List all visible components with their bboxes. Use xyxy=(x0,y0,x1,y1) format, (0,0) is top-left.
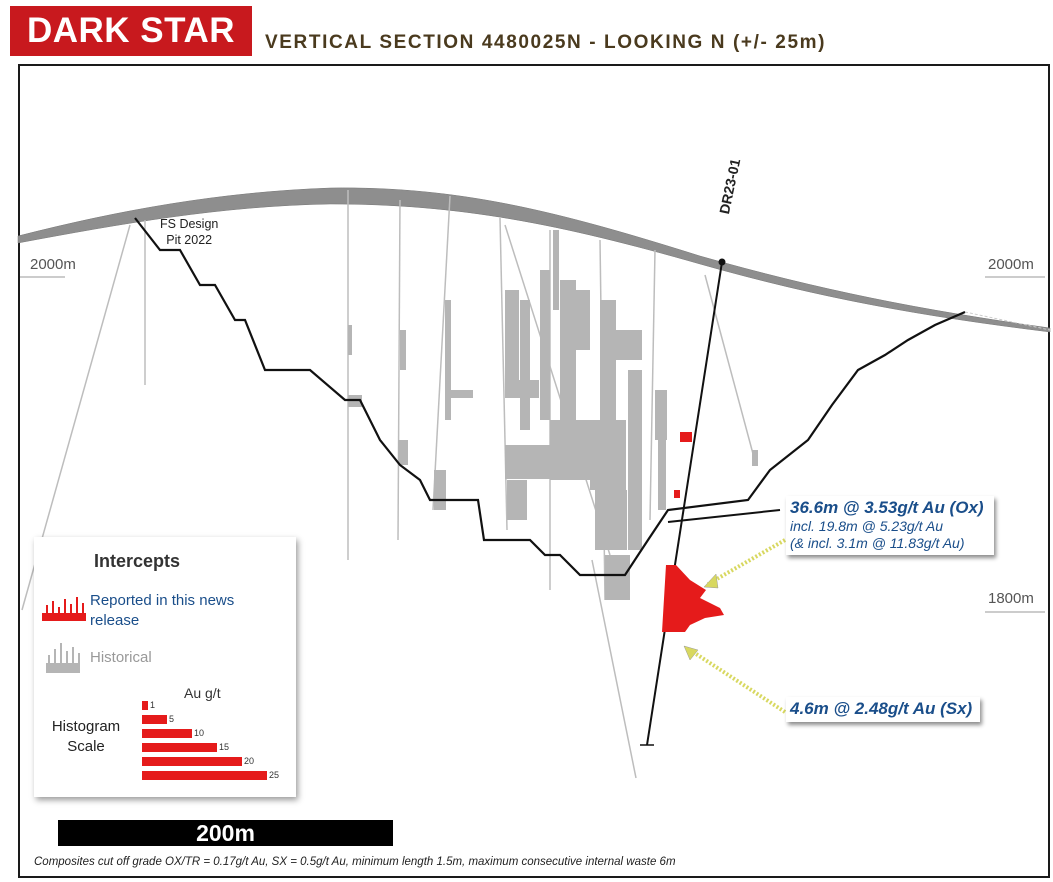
pit-bench-line xyxy=(667,509,781,523)
pit-design-outline xyxy=(134,217,966,577)
intercepts-legend: Intercepts Reported in this news release… xyxy=(34,537,296,797)
scale-tick-5: 5 xyxy=(169,714,175,724)
drillhole-collar xyxy=(718,258,726,266)
drillhole-dr23-01-trace xyxy=(646,261,723,746)
scale-tick-20: 20 xyxy=(244,756,255,766)
legend-scale-unit: Au g/t xyxy=(184,685,221,701)
oxide-intercept-callout: 36.6m @ 3.53g/t Au (Ox) incl. 19.8m @ 5.… xyxy=(786,496,994,555)
oxide-intercept-main: 36.6m @ 3.53g/t Au (Ox) xyxy=(790,498,984,517)
elevation-label-left: 2000m xyxy=(30,256,76,273)
scale-bar-25 xyxy=(142,771,267,780)
topography-surface xyxy=(17,187,1051,333)
elevation-label-right-upper: 2000m xyxy=(988,256,1034,273)
scale-bar-15 xyxy=(142,743,217,752)
pit-label: FS Design Pit 2022 xyxy=(160,216,218,248)
scale-bar-1 xyxy=(142,701,148,710)
scale-bar: 200m xyxy=(58,820,393,846)
oxide-intercept-sub2: (& incl. 3.1m @ 11.83g/t Au) xyxy=(790,535,965,551)
section-title: VERTICAL SECTION 4480025N - LOOKING N (+… xyxy=(265,32,827,53)
section-frame xyxy=(18,64,1050,878)
company-logo: DARK STAR xyxy=(10,6,252,56)
legend-scale-label-line1: Histogram xyxy=(51,718,121,735)
legend-scale-label: Histogram Scale xyxy=(46,717,126,757)
scale-bar-20 xyxy=(142,757,242,766)
callout-arrows xyxy=(688,538,787,714)
footnote: Composites cut off grade OX/TR = 0.17g/t… xyxy=(34,856,676,868)
historical-grade-histograms xyxy=(348,230,758,600)
legend-historical-label: Historical xyxy=(90,649,152,666)
sulphide-intercept-callout: 4.6m @ 2.48g/t Au (Sx) xyxy=(786,697,981,722)
pit-label-line2: Pit 2022 xyxy=(166,233,213,247)
elevation-label-right-lower: 1800m xyxy=(988,590,1034,607)
historical-swatch-icon xyxy=(46,643,80,673)
scale-bar-10 xyxy=(142,729,192,738)
legend-reported-label: Reported in this news release xyxy=(90,592,235,629)
scale-tick-25: 25 xyxy=(269,770,280,780)
reported-grade-histograms xyxy=(662,432,724,632)
legend-title: Intercepts xyxy=(94,551,181,571)
scale-tick-15: 15 xyxy=(219,742,230,752)
pit-label-line1: FS Design xyxy=(160,217,219,231)
reported-swatch-icon xyxy=(42,597,86,621)
oxide-intercept-sub1: incl. 19.8m @ 5.23g/t Au xyxy=(790,518,943,534)
legend-scale-label-line2: Scale xyxy=(67,738,105,755)
scale-tick-1: 1 xyxy=(150,700,156,710)
scale-bar-5 xyxy=(142,715,167,724)
scale-tick-10: 10 xyxy=(194,728,205,738)
